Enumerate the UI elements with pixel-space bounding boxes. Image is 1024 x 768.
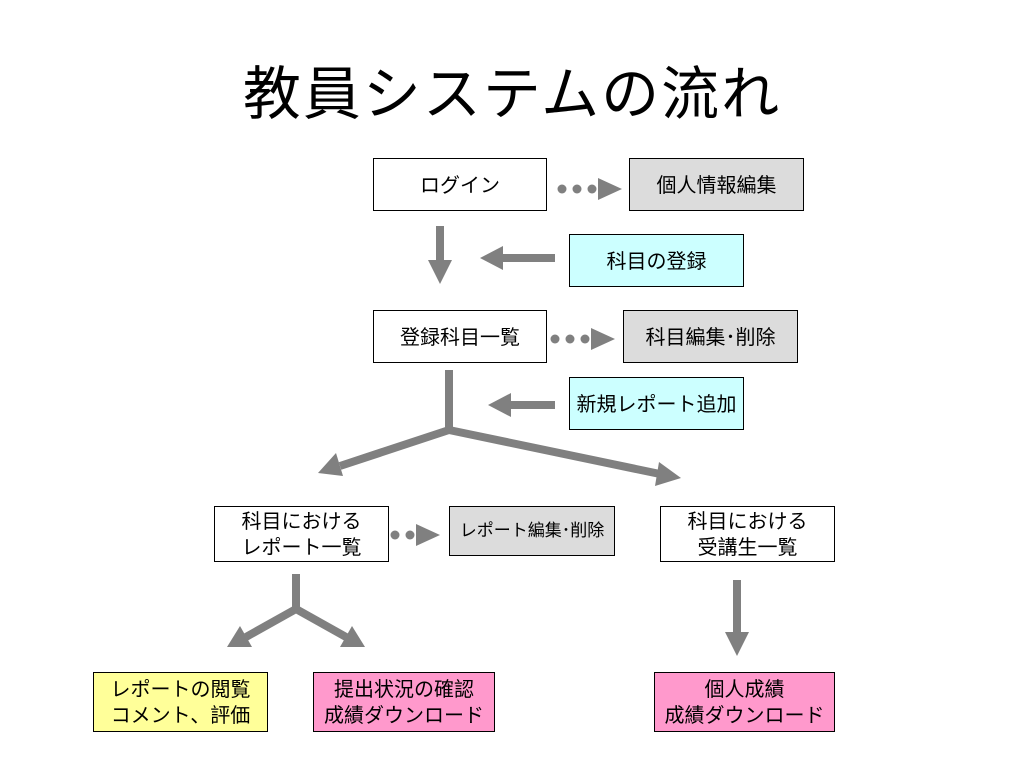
arrow-student-list-to-grades (725, 580, 749, 656)
profile-edit-button[interactable]: 個人情報編集 (629, 158, 804, 211)
report-view-label-line2: コメント、評価 (110, 703, 251, 727)
login-button[interactable]: ログイン (373, 158, 547, 211)
submission-status-button[interactable]: 提出状況の確認 成績ダウンロード (313, 672, 495, 732)
subject-register-button[interactable]: 科目の登録 (569, 234, 744, 287)
dotted-arrow-report-list-edit (390, 524, 440, 546)
login-label: ログイン (420, 172, 500, 197)
profile-edit-label: 個人情報編集 (656, 172, 777, 197)
student-list-button[interactable]: 科目における 受講生一覧 (660, 506, 835, 562)
arrow-report-list-branch (227, 574, 365, 647)
new-report-button[interactable]: 新規レポート追加 (569, 377, 744, 430)
new-report-label: 新規レポート追加 (576, 391, 737, 416)
report-list-button[interactable]: 科目における レポート一覧 (214, 506, 389, 562)
personal-grades-button[interactable]: 個人成績 成績ダウンロード (654, 672, 835, 732)
report-view-label-line1: レポートの閲覧 (110, 677, 251, 701)
report-list-label-line1: 科目における (241, 509, 362, 533)
arrow-new-report-to-main (488, 393, 555, 417)
arrow-list-branch (318, 370, 681, 486)
report-view-button[interactable]: レポートの閲覧 コメント、評価 (93, 672, 268, 732)
personal-grades-label-line1: 個人成績 (704, 677, 785, 701)
personal-grades-label-line2: 成績ダウンロード (664, 703, 825, 727)
subject-list-label: 登録科目一覧 (400, 324, 520, 349)
arrow-login-to-list (428, 226, 452, 284)
dotted-arrow-login-profile (557, 178, 622, 200)
subject-edit-delete-button[interactable]: 科目編集･削除 (623, 310, 798, 363)
subject-register-label: 科目の登録 (606, 248, 707, 273)
report-edit-delete-label: レポート編集･削除 (459, 521, 605, 541)
student-list-label-line2: 受講生一覧 (697, 535, 798, 559)
page-title: 教員システムの流れ (242, 60, 782, 128)
student-list-label-line1: 科目における (687, 509, 808, 533)
subject-list-button[interactable]: 登録科目一覧 (373, 310, 547, 363)
report-list-label-line2: レポート一覧 (241, 535, 362, 559)
dotted-arrow-list-subject-edit (550, 328, 615, 350)
arrow-register-to-main (480, 246, 555, 270)
submission-status-label-line1: 提出状況の確認 (334, 677, 474, 701)
report-edit-delete-button[interactable]: レポート編集･削除 (449, 506, 615, 556)
subject-edit-delete-label: 科目編集･削除 (645, 324, 776, 349)
submission-status-label-line2: 成績ダウンロード (324, 703, 484, 727)
